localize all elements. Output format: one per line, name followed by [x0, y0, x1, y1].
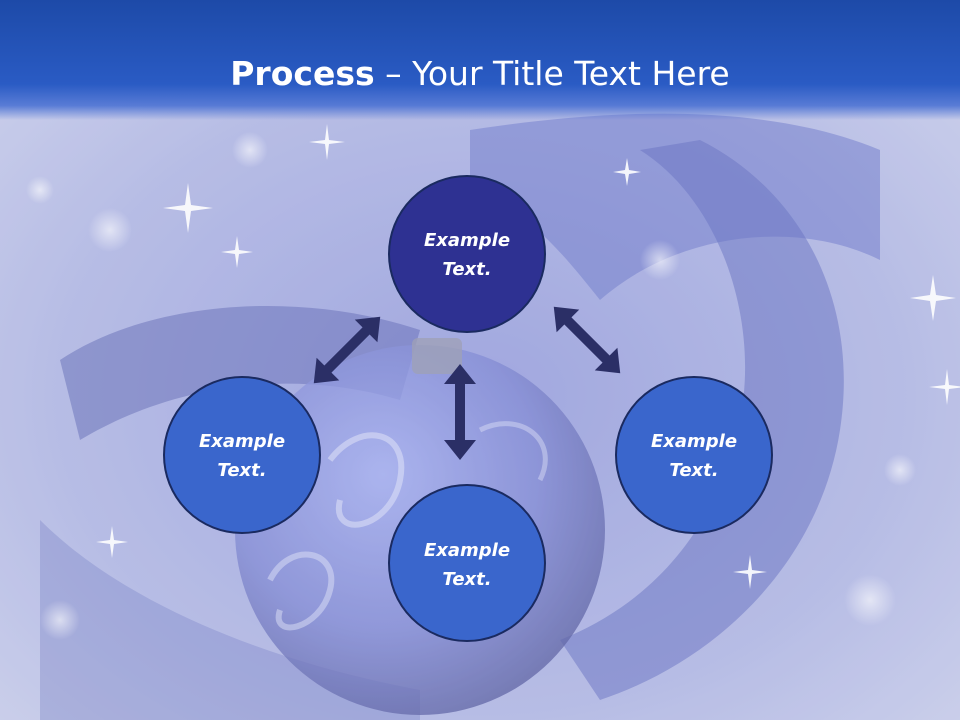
node-bottom-circle [388, 484, 546, 642]
arrow-top-right [553, 306, 621, 374]
node-right[interactable]: Example Text. [615, 376, 773, 534]
node-bottom[interactable]: Example Text. [388, 484, 546, 642]
node-right-circle [615, 376, 773, 534]
arrow-top-left [313, 316, 381, 384]
node-bottom-line2: Text. [442, 569, 491, 590]
node-left[interactable]: Example Text. [163, 376, 321, 534]
double-arrow-icon [313, 316, 381, 384]
node-top-line2: Text. [442, 259, 491, 280]
title-bold: Process [230, 54, 375, 93]
node-right-line2: Text. [669, 460, 718, 481]
node-top-line1: Example [424, 230, 510, 251]
double-arrow-icon [553, 306, 621, 374]
node-left-line1: Example [199, 431, 285, 452]
double-arrow-icon [444, 364, 476, 460]
node-right-line1: Example [651, 431, 737, 452]
title-bar [0, 0, 960, 120]
arrow-vertical [444, 364, 476, 460]
node-bottom-line1: Example [424, 540, 510, 561]
node-top-circle [388, 175, 546, 333]
node-left-circle [163, 376, 321, 534]
slide-title: Process – Your Title Text Here [0, 52, 960, 96]
node-top[interactable]: Example Text. [388, 175, 546, 333]
title-rest: – Your Title Text Here [374, 54, 730, 93]
node-left-line2: Text. [217, 460, 266, 481]
